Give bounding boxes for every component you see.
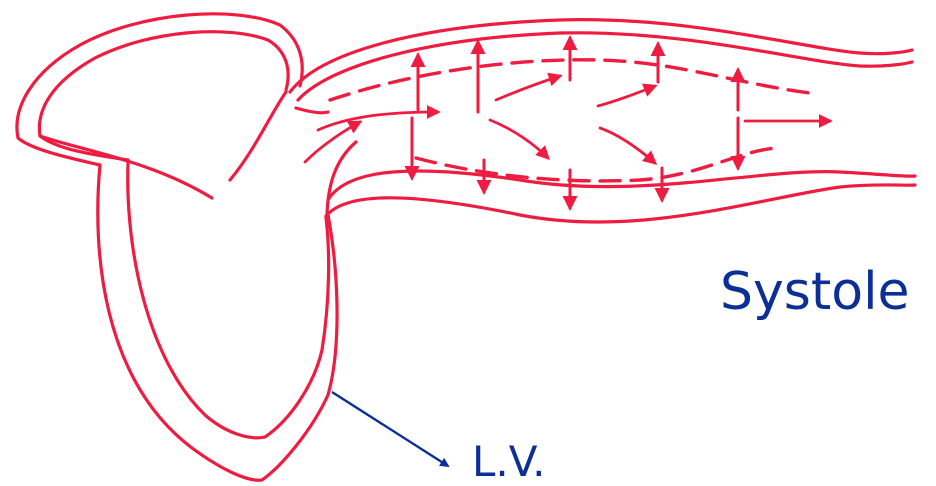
left-ventricle <box>98 163 337 480</box>
phase-title: Systole <box>720 262 910 322</box>
flow-arrow-icon <box>490 120 548 158</box>
aorta-top-inner-wall <box>298 33 912 100</box>
ventricle-outer-wall <box>98 165 337 480</box>
aorta-bottom-outer-wall <box>326 185 915 222</box>
flow-arrow-icon <box>305 122 360 162</box>
flow-arrows <box>305 76 830 163</box>
valve-flap <box>230 92 286 180</box>
flow-arrow-icon <box>598 86 655 106</box>
aorta-lip <box>296 108 328 113</box>
flow-arrow-icon <box>496 76 560 100</box>
dashed-lower-boundary <box>416 148 778 181</box>
atrium-septum-line <box>40 136 212 198</box>
lv-pointer-arrow <box>332 392 448 466</box>
flow-arrow-icon <box>318 112 438 130</box>
left-atrium <box>17 14 302 198</box>
aorta-bottom-inner-wall <box>328 171 915 200</box>
left-ventricle-label: L.V. <box>472 438 545 486</box>
ventricle-inner-wall <box>128 163 329 438</box>
dashed-upper-boundary <box>330 60 818 100</box>
aorta-top-outer-wall <box>290 20 912 92</box>
flow-arrow-icon <box>600 128 655 163</box>
atrium-inner-wall <box>39 32 288 160</box>
